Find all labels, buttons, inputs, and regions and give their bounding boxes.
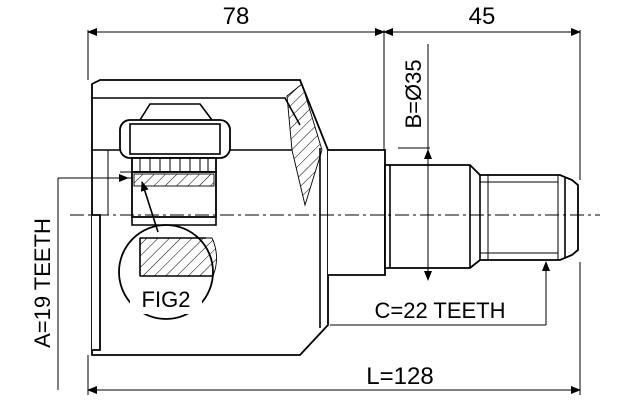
dim-b-label: B=Ø35 xyxy=(401,59,426,128)
dim-78-label: 78 xyxy=(223,3,250,30)
dim-45: 45 xyxy=(383,3,581,180)
dim-c-label: C=22 TEETH xyxy=(374,298,505,323)
fig2-callout: FIG2 xyxy=(118,181,217,320)
stub-shaft xyxy=(328,149,579,276)
fig2-label-bg xyxy=(130,284,202,314)
dim-length-label: L=128 xyxy=(366,363,433,390)
tripod-roller xyxy=(107,103,231,226)
dim-b-diameter: B=Ø35 xyxy=(398,44,432,281)
dim-a-label: A=19 TEETH xyxy=(30,218,55,348)
fig2-label: FIG2 xyxy=(142,287,191,312)
dim-45-label: 45 xyxy=(469,3,496,30)
dim-a-teeth: A=19 TEETH xyxy=(30,174,129,390)
dim-length: L=128 xyxy=(87,262,581,395)
dim-78: 78 xyxy=(87,3,385,150)
dim-c-teeth: C=22 TEETH xyxy=(330,261,550,326)
